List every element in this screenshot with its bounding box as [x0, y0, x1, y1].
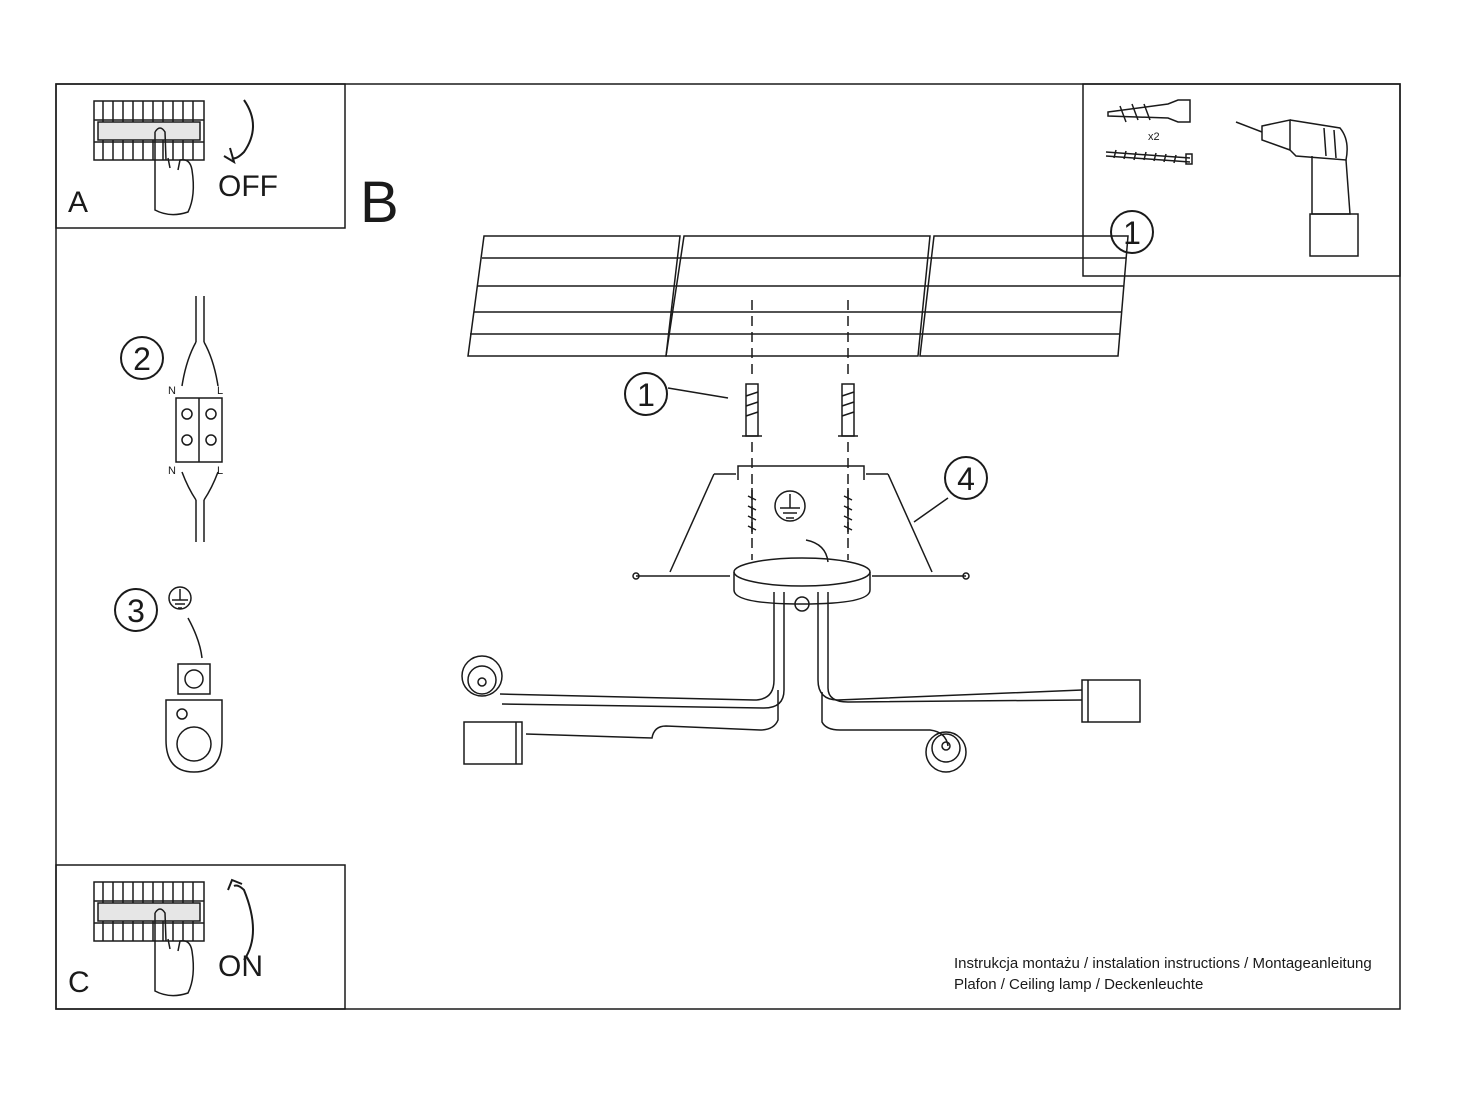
lamp-arms: [499, 592, 1083, 747]
ceiling-drawing: [467, 235, 1129, 357]
mounting-guides: [751, 300, 849, 560]
callout-leader: [667, 387, 729, 399]
wall-plug: [838, 383, 858, 437]
step-1-callout: 1: [624, 372, 668, 416]
lamp-head: [463, 721, 523, 765]
lamp-head: [461, 655, 503, 697]
breaker-icon-off: [93, 100, 205, 161]
callout-leader: [913, 497, 949, 523]
live-label-bottom: L: [217, 465, 224, 477]
lamp-head: [925, 731, 967, 773]
screw: [843, 488, 853, 534]
quantity-label: x2: [1148, 131, 1160, 143]
ground-terminal-drawing: [165, 586, 223, 773]
side-screw: [632, 572, 970, 580]
drill-icon: [1235, 119, 1359, 257]
panel-b-letter: B: [360, 170, 399, 235]
terminal-block-drawing: [175, 296, 223, 542]
wall-plug-icon: [1107, 99, 1191, 123]
hand-icon: [154, 127, 195, 216]
off-label: OFF: [218, 170, 278, 203]
step-1-callout-tools: 1: [1110, 210, 1154, 254]
panel-a-frame: [55, 83, 346, 229]
panel-c-letter: C: [68, 966, 90, 999]
tools-panel-frame: [1082, 83, 1401, 277]
step-3-callout: 3: [114, 588, 158, 632]
neutral-label-bottom: N: [168, 465, 176, 477]
panel-a-letter: A: [68, 186, 89, 219]
footer-product: Plafon / Ceiling lamp / Deckenleuchte: [954, 976, 1204, 993]
canopy: [733, 557, 871, 612]
panel-c-frame: [55, 864, 346, 1010]
footer-instructions: Instrukcja montażu / instalation instruc…: [954, 955, 1372, 972]
breaker-icon-on: [93, 881, 205, 942]
sheet-frame: [55, 83, 1401, 1010]
on-label: ON: [218, 950, 263, 983]
arrow-down-icon: [231, 99, 254, 160]
hand-icon: [154, 908, 195, 997]
step-4-callout: 4: [944, 456, 988, 500]
arrow-up-icon: [233, 884, 254, 961]
live-label-top: L: [217, 385, 224, 397]
step-2-callout: 2: [120, 336, 164, 380]
neutral-label-top: N: [168, 385, 176, 397]
screw: [747, 488, 757, 534]
mounting-bracket: [669, 465, 933, 573]
screw-icon: [1105, 149, 1193, 165]
lamp-head: [1081, 679, 1141, 723]
ground-icon: [774, 490, 829, 563]
wall-plug: [742, 383, 762, 437]
